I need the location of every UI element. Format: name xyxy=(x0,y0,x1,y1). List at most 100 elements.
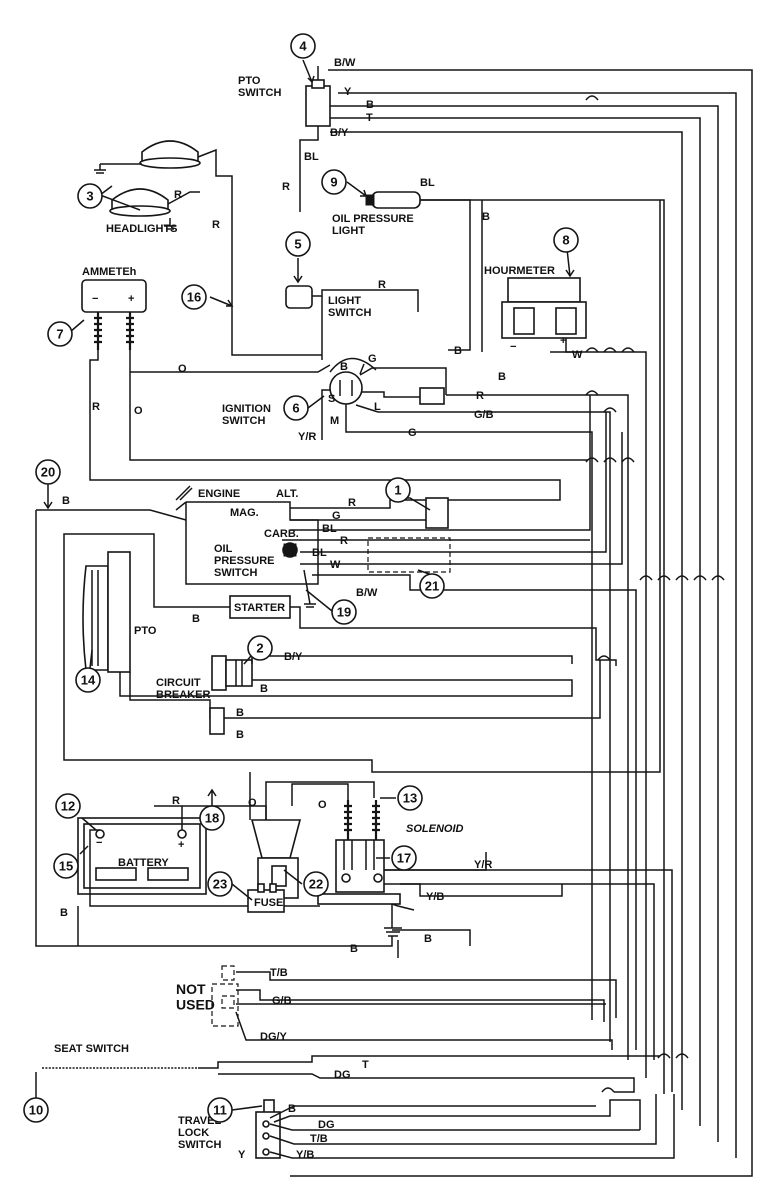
callout-5-number: 5 xyxy=(294,237,301,252)
callout-1-number: 1 xyxy=(394,483,401,498)
seat-switch-label: SEAT SWITCH xyxy=(54,1043,129,1055)
callout-20 xyxy=(35,459,61,485)
ign-s-terminal: S xyxy=(328,393,335,405)
callout-17 xyxy=(391,845,417,871)
wire-label-b-ground: B xyxy=(350,943,358,955)
callout-19-number: 19 xyxy=(337,605,351,620)
wire-label-b-starter: B xyxy=(192,613,200,625)
wire-label-b-ign: B xyxy=(454,345,462,357)
callout-21 xyxy=(419,573,445,599)
ign-b-terminal: B xyxy=(340,361,348,373)
callout-12-number: 12 xyxy=(61,799,75,814)
engine-label: ENGINE xyxy=(198,488,240,500)
pto-label: PTO xyxy=(134,625,157,637)
headlights: HEADLIGHTS xyxy=(94,140,322,356)
callout-18-number: 18 xyxy=(205,811,219,826)
hourmeter: − + HOURMETER xyxy=(484,265,587,353)
wire-label-bl-pto: BL xyxy=(304,151,319,163)
ign-l-terminal: L xyxy=(374,401,381,413)
callout-13-number: 13 xyxy=(403,791,417,806)
callout-23 xyxy=(207,871,233,897)
wire-label-r-light: R xyxy=(378,279,386,291)
wire-label-b-engine: B xyxy=(62,495,70,507)
ammeter: − + AMMETEh xyxy=(81,266,588,501)
wire-label-gb-ign: G/B xyxy=(474,409,494,421)
alt-label: ALT. xyxy=(276,488,298,500)
ammeter-plus: + xyxy=(128,293,134,305)
fuse-label: FUSE xyxy=(254,897,283,909)
wire-label-o-amm-2: O xyxy=(134,405,143,417)
wire-label-bw-engine: B/W xyxy=(356,587,378,599)
battery: − + BATTERY xyxy=(77,805,320,907)
wire-label-o-sol: O xyxy=(318,799,327,811)
wire-label-yr-sol: Y/R xyxy=(474,859,492,871)
carb-label: CARB. xyxy=(264,528,299,540)
wire-label-tb-nu: T/B xyxy=(270,967,288,979)
battery-plus: + xyxy=(178,839,184,851)
hourmeter-minus: − xyxy=(510,341,516,353)
wire-label-r-ops: R xyxy=(340,535,348,547)
callout-5 xyxy=(285,231,311,257)
callout-14 xyxy=(75,667,101,693)
wire-label-yb-tl: Y/B xyxy=(296,1149,314,1161)
wire-label-t-seat: T xyxy=(362,1059,369,1071)
wire-label-r-alt: R xyxy=(348,497,356,509)
mag-label: MAG. xyxy=(230,507,259,519)
callout-16-number: 16 xyxy=(187,290,201,305)
wire-label-w-hour: W xyxy=(572,349,583,361)
callout-16 xyxy=(181,284,207,310)
callout-10-number: 10 xyxy=(29,1103,43,1118)
callout-21-number: 21 xyxy=(425,579,439,594)
wire-label-r-batt: R xyxy=(172,795,180,807)
wire-label-r-pto: R xyxy=(282,181,290,193)
wire-label-g-ign: G xyxy=(408,427,417,439)
starter-label: STARTER xyxy=(234,602,285,614)
callout-9-number: 9 xyxy=(330,175,337,190)
wire-label-r-ign: R xyxy=(476,390,484,402)
ign-m-terminal: M xyxy=(330,415,339,427)
ign-g-terminal: G xyxy=(368,353,377,365)
callout-9 xyxy=(321,169,347,195)
seat-switch: SEAT SWITCH xyxy=(42,1043,660,1093)
callout-12 xyxy=(55,793,81,819)
callout-17-number: 17 xyxy=(397,851,411,866)
wire-label-w-ops: W xyxy=(330,559,341,571)
wire-label-b-ground-2: B xyxy=(424,933,432,945)
solenoid-label: SOLENOID xyxy=(406,823,464,835)
headlights-label: HEADLIGHTS xyxy=(106,223,178,235)
callout-20-number: 20 xyxy=(41,465,55,480)
wire-label-gb-nu: G/B xyxy=(272,995,292,1007)
callout-13 xyxy=(397,785,423,811)
battery-label: BATTERY xyxy=(118,857,169,869)
callout-23-number: 23 xyxy=(213,877,227,892)
wire-label-by-cb: B/Y xyxy=(284,651,303,663)
hourmeter-label: HOURMETER xyxy=(484,265,555,277)
callout-14-number: 14 xyxy=(81,673,96,688)
wire-label-t-top: T xyxy=(366,112,373,124)
wire-label-o-amm: O xyxy=(178,363,187,375)
callout-22-number: 22 xyxy=(309,877,323,892)
battery-minus: − xyxy=(96,837,102,849)
fuse-wire-label-o: O xyxy=(248,797,257,809)
wire-label-bl-oil: BL xyxy=(420,177,435,189)
callout-6-number: 6 xyxy=(292,401,299,416)
callout-2-number: 2 xyxy=(256,641,263,656)
wire-label-bw-top: B/W xyxy=(334,57,356,69)
callout-7 xyxy=(47,321,73,347)
wire-label-yr-ign: Y/R xyxy=(298,431,316,443)
wire-label-b-oil: B xyxy=(482,211,490,223)
callout-10 xyxy=(23,1097,49,1123)
callout-6 xyxy=(283,395,309,421)
